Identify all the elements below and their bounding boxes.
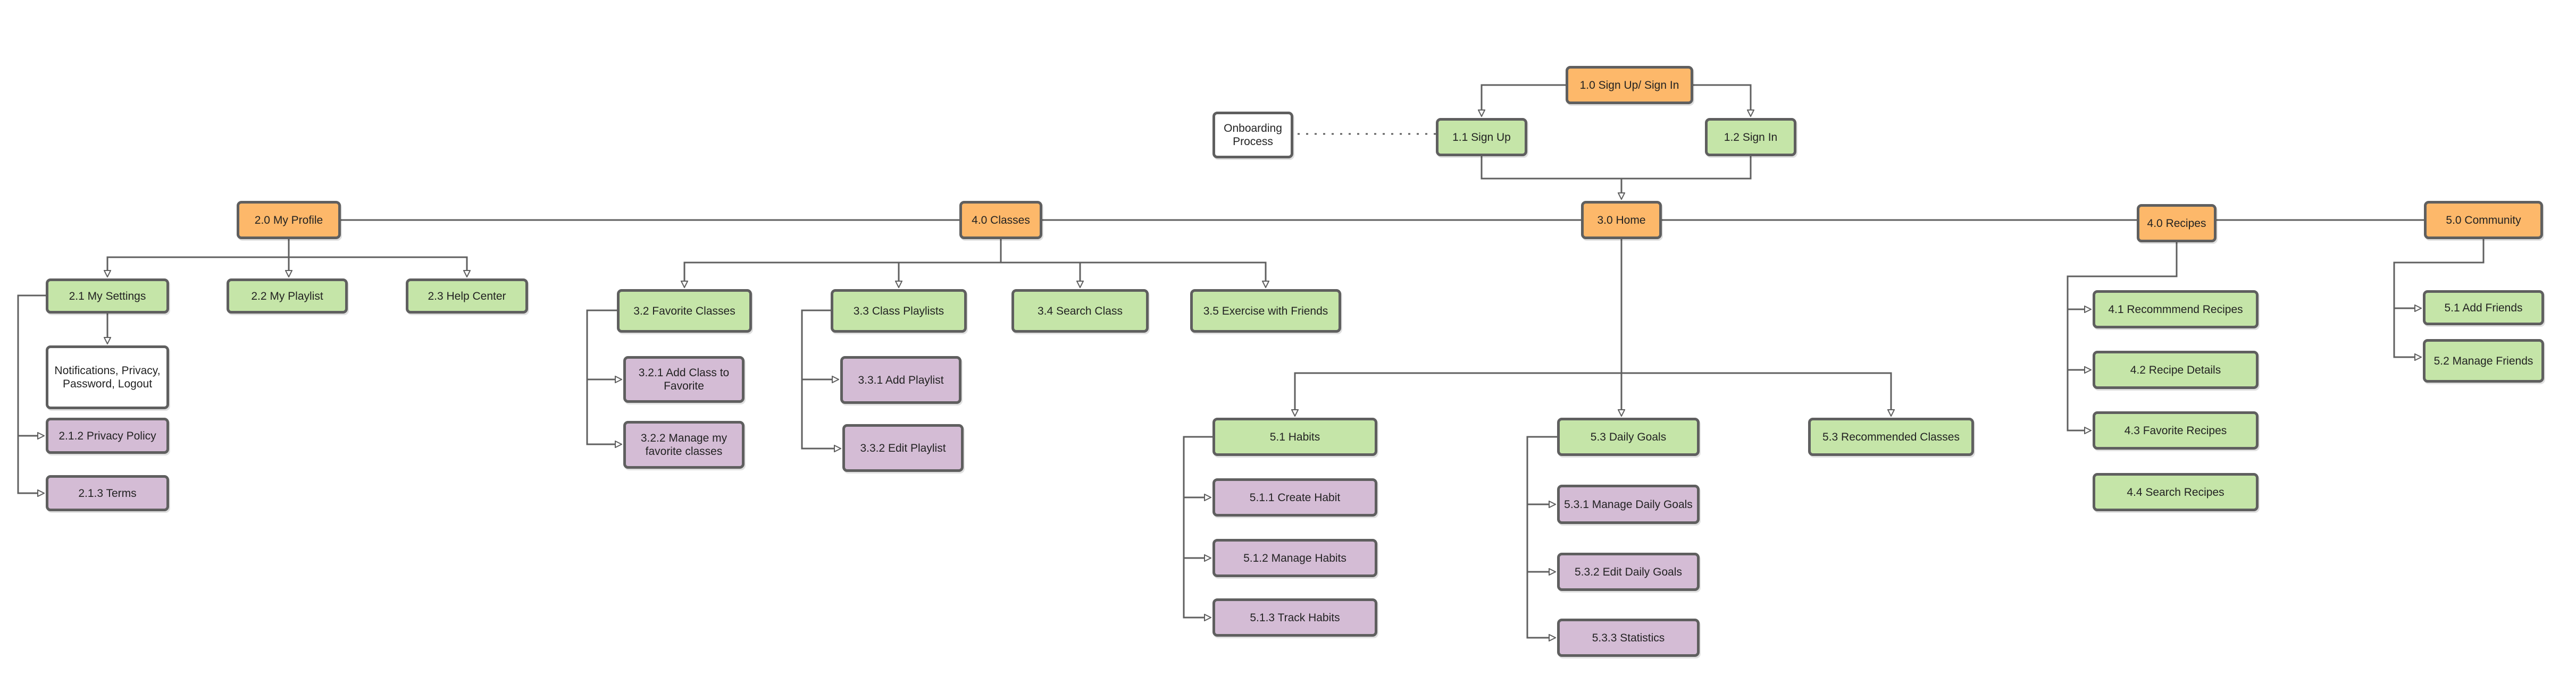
node-manage-friends: 5.2 Manage Friends (2423, 339, 2544, 383)
node-notifications-privacy-password-logout: Notifications, Privacy, Password, Logout (46, 345, 169, 409)
node-community: 5.0 Community (2424, 201, 2543, 239)
node-sign-up: 1.1 Sign Up (1436, 118, 1527, 156)
connector-22 (801, 309, 838, 379)
node-sign-in: 1.2 Sign In (1705, 118, 1796, 156)
connector-34 (2067, 309, 2090, 370)
node-onboarding-process: Onboarding Process (1212, 112, 1293, 158)
node-my-profile: 2.0 My Profile (237, 201, 341, 239)
node-statistics: 5.3.3 Statistics (1557, 619, 1700, 657)
connector-2 (1693, 84, 1751, 116)
connector-10 (107, 239, 290, 276)
node-daily-goals: 5.3 Daily Goals (1557, 418, 1700, 456)
connector-3 (1481, 156, 1621, 180)
connector-37 (2393, 308, 2421, 357)
node-search-recipes: 4.4 Search Recipes (2093, 473, 2259, 511)
node-edit-playlist: 3.3.2 Edit Playlist (842, 424, 964, 472)
node-add-class-to-favorite: 3.2.1 Add Class to Favorite (623, 356, 745, 403)
node-manage-favorite-classes: 3.2.2 Manage my favorite classes (623, 421, 745, 469)
connector-4 (1621, 156, 1752, 180)
connector-36 (2393, 239, 2485, 308)
connector-33 (2067, 242, 2178, 309)
node-track-habits: 5.1.3 Track Habits (1212, 598, 1377, 637)
connector-15 (17, 436, 44, 493)
connector-30 (1526, 436, 1557, 504)
node-classes: 4.0 Classes (959, 201, 1042, 239)
connector-26 (1621, 372, 1891, 416)
connector-12 (289, 256, 467, 276)
node-home: 3.0 Home (1581, 201, 1662, 239)
connector-28 (1183, 497, 1210, 558)
node-edit-daily-goals: 5.3.2 Edit Daily Goals (1557, 553, 1700, 591)
connector-27 (1183, 436, 1212, 497)
node-add-friends: 5.1 Add Friends (2423, 290, 2544, 325)
node-search-class: 3.4 Search Class (1011, 289, 1149, 333)
node-add-playlist: 3.3.1 Add Playlist (840, 356, 961, 404)
connector-29 (1183, 558, 1210, 618)
connector-25 (1295, 372, 1621, 416)
node-recipe-details: 4.2 Recipe Details (2093, 351, 2259, 389)
node-sign-up-sign-in: 1.0 Sign Up/ Sign In (1566, 66, 1693, 104)
node-create-habit: 5.1.1 Create Habit (1212, 478, 1377, 517)
node-recommended-classes: 5.3 Recommended Classes (1808, 418, 1974, 456)
node-my-settings: 2.1 My Settings (46, 278, 169, 314)
node-manage-habits: 5.1.2 Manage Habits (1212, 539, 1377, 577)
connector-21 (586, 379, 621, 444)
connector-23 (801, 379, 840, 449)
node-class-playlists: 3.3 Class Playlists (831, 289, 967, 333)
connector-32 (1526, 572, 1555, 638)
node-exercise-with-friends: 3.5 Exercise with Friends (1190, 289, 1341, 333)
node-habits: 5.1 Habits (1212, 418, 1377, 456)
connector-1 (1482, 84, 1566, 116)
node-help-center: 2.3 Help Center (406, 278, 528, 314)
node-favorite-recipes: 4.3 Favorite Recipes (2093, 411, 2259, 450)
node-my-playlist: 2.2 My Playlist (227, 278, 348, 314)
node-terms: 2.1.3 Terms (46, 475, 169, 511)
node-recommend-recipes: 4.1 Recommmend Recipes (2093, 290, 2259, 328)
node-recipes: 4.0 Recipes (2137, 204, 2217, 242)
connector-16 (684, 239, 1002, 287)
connector-19 (1001, 261, 1266, 287)
node-favorite-classes: 3.2 Favorite Classes (617, 289, 752, 333)
connector-31 (1526, 504, 1555, 572)
connector-14 (17, 294, 46, 436)
node-privacy-policy: 2.1.2 Privacy Policy (46, 418, 169, 454)
connector-35 (2067, 370, 2090, 430)
node-manage-daily-goals: 5.3.1 Manage Daily Goals (1557, 485, 1700, 524)
connector-20 (586, 309, 621, 379)
